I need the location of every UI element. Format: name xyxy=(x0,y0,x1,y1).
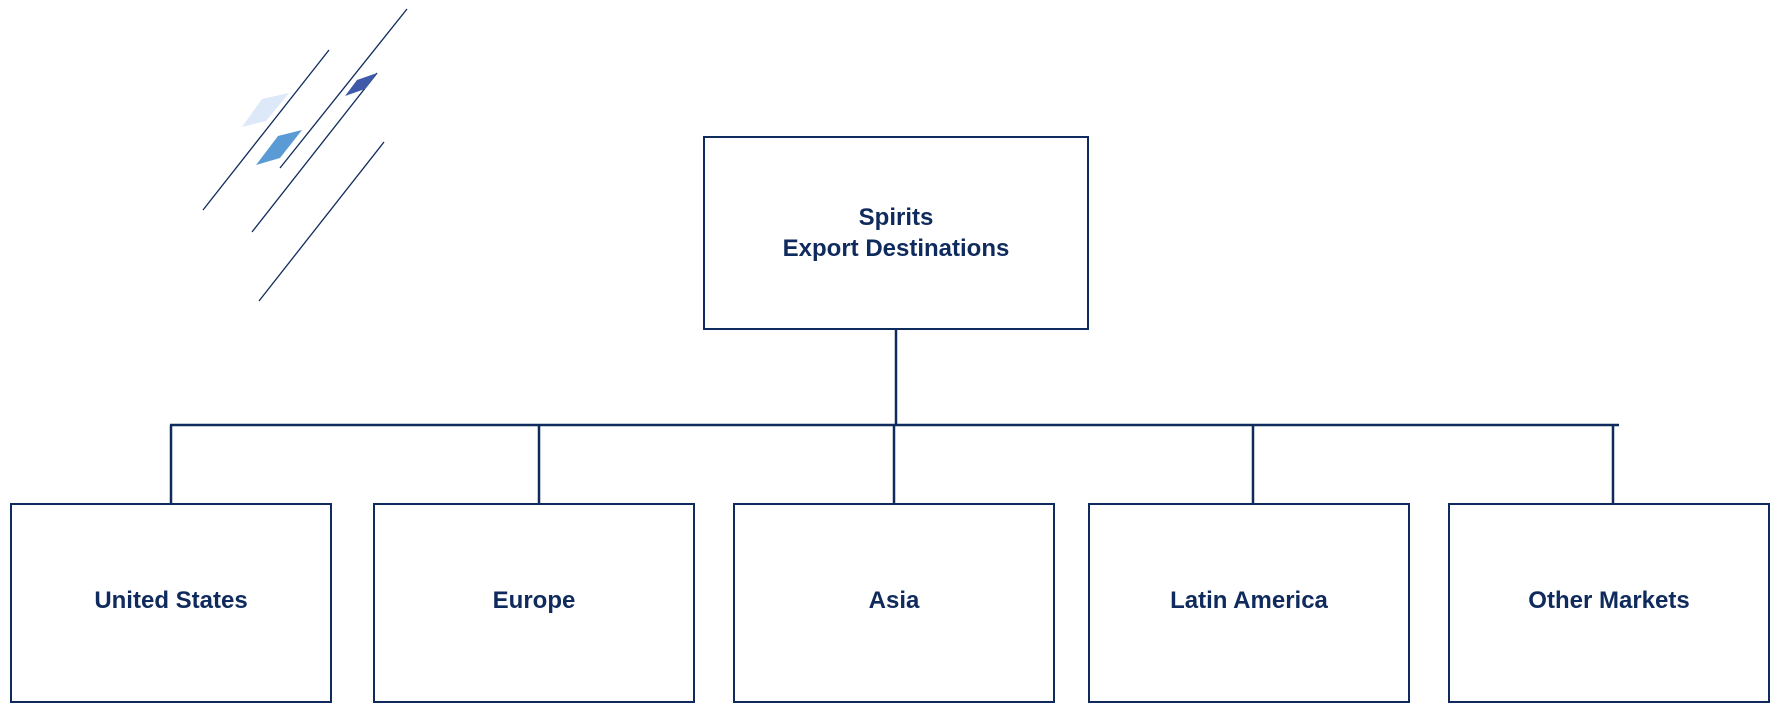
decor-diamond-light xyxy=(242,93,289,127)
decor-line xyxy=(202,49,330,211)
decor-line xyxy=(251,72,378,233)
child-label: Asia xyxy=(868,586,920,614)
child-node-other-markets: Other Markets xyxy=(1448,503,1770,703)
root-title-line2: Export Destinations xyxy=(782,235,1010,262)
child-node-latin-america: Latin America xyxy=(1088,503,1410,703)
decor-diamond-mid xyxy=(256,130,302,165)
decor-diamond-dark xyxy=(345,73,377,96)
child-label: Europe xyxy=(492,586,576,614)
decor-line xyxy=(258,141,385,302)
root-title-line1: Spirits xyxy=(858,204,934,231)
child-node-asia: Asia xyxy=(733,503,1055,703)
decor-line xyxy=(279,8,408,169)
child-label: Other Markets xyxy=(1528,586,1690,614)
child-node-europe: Europe xyxy=(373,503,695,703)
child-label: Latin America xyxy=(1170,586,1328,614)
diagonal-lines-diamonds-logo-icon xyxy=(202,8,408,302)
root-node: Spirits Export Destinations xyxy=(703,136,1089,330)
child-label: United States xyxy=(94,586,248,614)
child-node-united-states: United States xyxy=(10,503,332,703)
